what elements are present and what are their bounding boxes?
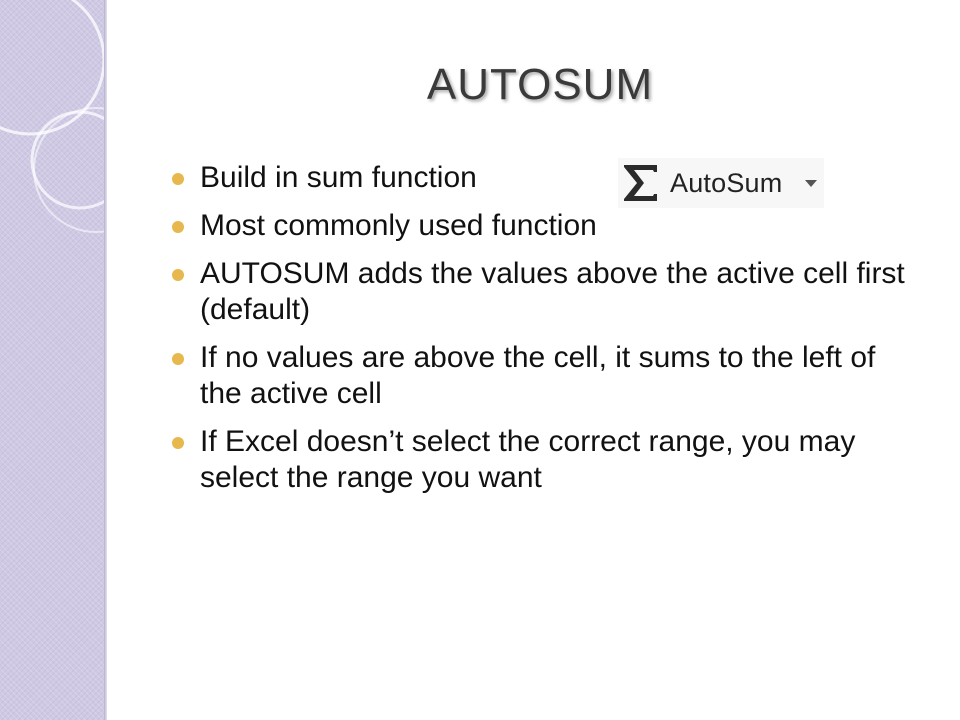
list-item: AUTOSUM adds the values above the active… <box>172 256 912 328</box>
decorative-rings-icon <box>0 0 104 233</box>
list-item: If no values are above the cell, it sums… <box>172 340 912 412</box>
bullet-list: Build in sum function Most commonly used… <box>172 160 912 508</box>
autosum-button[interactable]: AutoSum <box>618 158 825 208</box>
bullet-text: If no values are above the cell, it sums… <box>200 341 876 410</box>
sigma-icon <box>624 165 657 201</box>
bullet-marker <box>172 353 184 365</box>
bullet-text: Most commonly used function <box>200 209 597 242</box>
bullet-marker <box>172 437 184 449</box>
decorative-sidebar <box>0 0 104 720</box>
bullet-marker <box>172 269 184 281</box>
bullet-text: AUTOSUM adds the values above the active… <box>200 257 905 326</box>
bullet-text: Build in sum function <box>200 161 477 194</box>
slide-title: AUTOSUM <box>426 60 654 109</box>
list-item: If Excel doesn’t select the correct rang… <box>172 424 912 496</box>
autosum-label: AutoSum <box>670 167 783 198</box>
bullet-marker <box>172 173 184 185</box>
bullet-text: If Excel doesn’t select the correct rang… <box>200 425 856 494</box>
sidebar-edge <box>104 0 107 720</box>
chevron-down-icon[interactable] <box>804 178 818 188</box>
list-item: Build in sum function <box>172 160 912 196</box>
bullet-marker <box>172 221 184 233</box>
list-item: Most commonly used function <box>172 208 912 244</box>
